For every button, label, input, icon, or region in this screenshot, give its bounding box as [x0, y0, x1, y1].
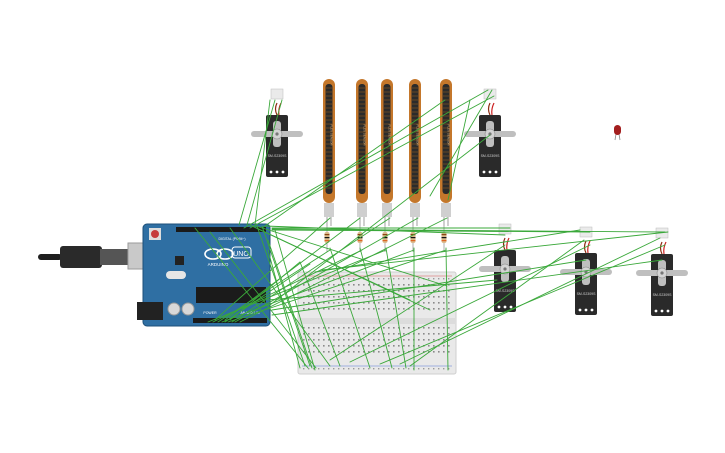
wire[interactable] — [251, 225, 431, 311]
wire[interactable] — [399, 237, 661, 365]
capacitor-icon — [181, 302, 195, 316]
arduino-logo — [204, 246, 252, 260]
wire[interactable] — [445, 247, 449, 371]
reset-button-icon[interactable] — [149, 228, 161, 240]
wire[interactable] — [238, 99, 276, 226]
wire[interactable] — [261, 99, 446, 229]
servo-motor[interactable]: SM-S2309S — [560, 226, 612, 315]
wire[interactable] — [229, 227, 331, 367]
usb-chip-icon — [175, 256, 184, 265]
wire[interactable] — [274, 229, 316, 371]
flex-sensor[interactable]: FLEX SENSOR — [356, 79, 368, 226]
wire[interactable] — [221, 249, 415, 323]
flex-sensor[interactable]: FLEX SENSOR — [381, 79, 393, 226]
wire[interactable] — [447, 99, 471, 201]
wire[interactable] — [409, 239, 585, 367]
servo-label: SM-S2309S — [268, 154, 288, 158]
wire[interactable] — [256, 225, 306, 367]
wire[interactable] — [429, 89, 493, 197]
flex-sensor-label: FLEX SENSOR — [363, 124, 367, 146]
digital-pins-label: DIGITAL (PWM~) — [218, 237, 245, 241]
servo-motor[interactable]: SM-S2309S — [251, 88, 303, 177]
wire[interactable] — [224, 263, 311, 323]
arduino-uno-board[interactable]: UNO ARDUINO DIGITAL (PWM~) ANALOG IN POW… — [38, 223, 271, 327]
capacitor-icon — [167, 302, 181, 316]
wire[interactable] — [264, 225, 506, 236]
servo-label: SM-S2309S — [577, 292, 597, 296]
wire[interactable] — [359, 247, 393, 369]
wire[interactable] — [194, 227, 309, 369]
wire[interactable] — [267, 249, 301, 369]
usb-cable-icon — [38, 242, 159, 270]
arduino-model-label: UNO — [233, 251, 249, 258]
servo-motor[interactable]: SM-S2309S — [636, 227, 688, 316]
wire[interactable] — [269, 134, 491, 306]
servo-label: SM-S2309S — [496, 289, 516, 293]
wire[interactable] — [254, 99, 271, 226]
servo-label: SM-S2309S — [481, 154, 501, 158]
servo-label: SM-S2309S — [653, 293, 673, 297]
resistor-icon[interactable] — [382, 226, 388, 252]
wire[interactable] — [267, 239, 313, 369]
wire[interactable] — [271, 259, 663, 316]
wire[interactable] — [314, 229, 581, 273]
flex-sensor-label: FLEX SENSOR — [330, 124, 334, 146]
flex-sensor-group: FLEX SENSOR FLEX SENSOR FLEX SENSOR FLEX SE… — [323, 79, 452, 226]
power-jack — [137, 302, 163, 320]
crystal-icon — [166, 271, 186, 279]
flex-sensor-label: FLEX SENSOR — [447, 124, 451, 146]
wire[interactable] — [271, 228, 666, 233]
analog-header — [193, 318, 267, 323]
wire[interactable] — [239, 217, 448, 323]
wire[interactable] — [267, 279, 498, 301]
wire[interactable] — [231, 217, 391, 323]
microcontroller-chip-icon — [196, 287, 266, 303]
wire[interactable] — [271, 259, 587, 311]
flex-sensor[interactable]: FLEX SENSOR — [323, 79, 335, 226]
wire[interactable] — [321, 231, 669, 271]
wire[interactable] — [255, 225, 448, 287]
wire[interactable] — [214, 217, 331, 321]
wire[interactable] — [271, 229, 591, 233]
wire[interactable] — [329, 244, 506, 361]
flex-sensor-label: FLEX SENSOR — [388, 124, 392, 146]
wire[interactable] — [261, 225, 311, 367]
flex-sensor[interactable]: FLEX SENSOR — [440, 79, 452, 226]
servo-motor[interactable]: SM-S2309S — [464, 88, 516, 177]
wire[interactable] — [246, 99, 283, 226]
wire[interactable] — [224, 217, 361, 321]
wire[interactable] — [299, 261, 341, 367]
power-pins-label: POWER — [203, 311, 217, 315]
digital-header — [176, 227, 266, 232]
flex-sensor[interactable]: FLEX SENSOR — [409, 79, 421, 226]
breadboard[interactable] — [297, 271, 457, 375]
flex-sensor-label: FLEX SENSOR — [416, 124, 420, 146]
wire-group — [194, 89, 669, 371]
wire[interactable] — [249, 95, 495, 229]
servo-motor[interactable]: SM-S2309S — [479, 223, 531, 312]
breadboard-holes — [303, 278, 450, 370]
arduino-brand-label: ARDUINO — [208, 262, 229, 267]
led-icon[interactable] — [614, 125, 621, 141]
wire[interactable] — [243, 89, 489, 229]
